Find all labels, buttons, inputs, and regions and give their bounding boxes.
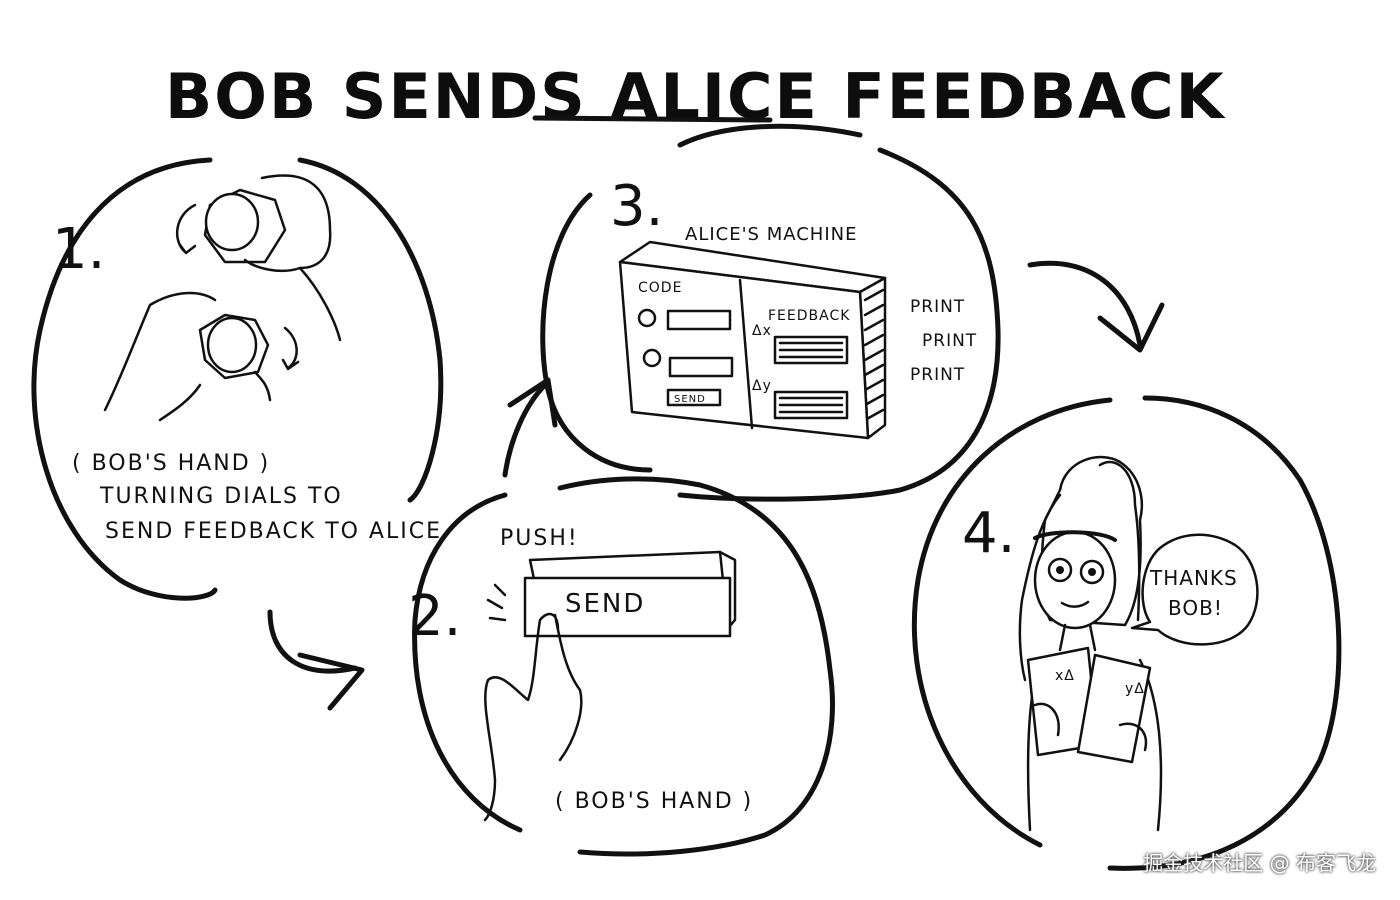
alice-machine-icon: CODE SEND FEEDBACK Δx Δy <box>618 240 887 440</box>
dy-label: Δy <box>752 378 772 394</box>
watermark: 掘金技术社区 @ 布客飞龙 <box>1143 851 1376 875</box>
print-word-3: PRINT <box>910 365 965 385</box>
panel-4: 4. xΔ yΔ THANKS BOB! <box>911 395 1342 871</box>
machine-send-label: SEND <box>674 394 706 405</box>
sheet-left-label: xΔ <box>1055 668 1075 684</box>
motion-lines <box>486 583 507 622</box>
speech-bubble: THANKS BOB! <box>1130 533 1259 646</box>
panel-4-frame <box>911 395 1342 871</box>
sheet-right-label: yΔ <box>1125 681 1145 697</box>
comic-title: BOB SENDS ALICE FEEDBACK <box>165 60 1226 133</box>
dial-bottom-icon <box>103 291 300 422</box>
panel-2: 2. PUSH! SEND ( BOB'S HAND ) <box>408 476 835 857</box>
speech-line-2: BOB! <box>1168 596 1223 620</box>
panel-2-frame <box>412 476 835 857</box>
step-1-number: 1. <box>52 217 105 282</box>
push-exclamation: PUSH! <box>500 526 579 551</box>
step-2-caption: ( BOB'S HAND ) <box>555 789 753 814</box>
title-underline <box>532 115 773 123</box>
step-2-number: 2. <box>408 584 461 649</box>
finger-icon <box>483 612 583 822</box>
step-3-number: 3. <box>610 174 663 239</box>
panel-1: 1. ( BOB'S HAND ) TURNING DIALS TO SEND … <box>31 157 444 601</box>
dx-label: Δx <box>752 323 772 339</box>
arrow-1-to-2-icon <box>267 609 365 711</box>
panel-1-frame <box>31 157 444 601</box>
speech-line-1: THANKS <box>1149 566 1238 590</box>
send-button-label: SEND <box>565 589 645 619</box>
code-label: CODE <box>638 280 682 296</box>
arrow-3-to-4-icon <box>1027 260 1165 353</box>
step-1-caption-line-3: SEND FEEDBACK TO ALICE <box>105 519 442 544</box>
machine-title: ALICE'S MACHINE <box>685 224 857 245</box>
print-word-1: PRINT <box>910 297 965 317</box>
send-button-icon: SEND <box>523 550 737 638</box>
panel-3: 3. ALICE'S MACHINE CODE SEND FEEDBACK Δx… <box>540 123 1001 502</box>
step-4-number: 4. <box>962 501 1015 566</box>
print-word-2: PRINT <box>922 331 977 351</box>
alice-figure-icon: xΔ yΔ <box>1018 455 1163 832</box>
panel-3-frame <box>540 123 1001 502</box>
dial-top-icon <box>175 174 342 342</box>
feedback-label: FEEDBACK <box>768 308 850 324</box>
step-1-caption-line-2: TURNING DIALS TO <box>99 484 343 509</box>
step-1-caption-line-1: ( BOB'S HAND ) <box>72 451 270 476</box>
